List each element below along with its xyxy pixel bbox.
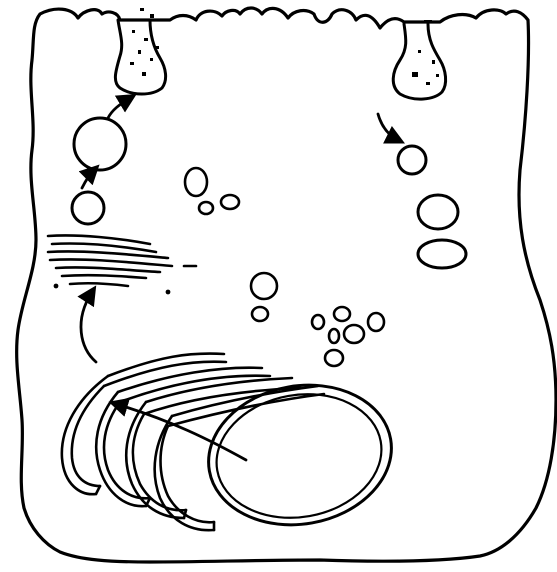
vesicle-right-mid: [418, 195, 458, 229]
arrow-er-to-golgi: [81, 292, 96, 362]
vesicle-right-low: [418, 240, 466, 268]
vesicle-right-top: [398, 146, 426, 174]
vesicle-center-e: [252, 307, 268, 321]
golgi-dot-right: [166, 290, 171, 295]
endoplasmic-reticulum: [62, 354, 324, 531]
golgi-dot-left: [54, 284, 59, 289]
vesicle-center-c: [221, 195, 239, 209]
vesicle-cluster-1: [334, 307, 350, 321]
secretion-pocket-left: [115, 20, 165, 94]
vesicle-center-d: [251, 273, 277, 299]
vesicle-cluster-2: [312, 315, 324, 329]
vesicle-left-large: [74, 118, 126, 170]
vesicle-left-small: [72, 192, 104, 224]
vesicle-center-a: [185, 168, 207, 196]
arrow-golgi-to-vesicle: [82, 170, 94, 188]
vesicle-cluster-6: [325, 350, 343, 366]
vesicle-cluster-4: [344, 325, 364, 343]
arrow-vesicle-to-pocket: [108, 98, 130, 118]
vesicle-cluster-3: [329, 329, 339, 343]
cell-membrane: [17, 8, 556, 562]
arrow-pocket-to-vesicle: [378, 114, 398, 140]
vesicle-cluster-5: [368, 313, 384, 331]
vesicle-center-b: [199, 202, 213, 214]
golgi-stack: [48, 235, 196, 286]
uptake-pocket-right: [393, 24, 445, 99]
